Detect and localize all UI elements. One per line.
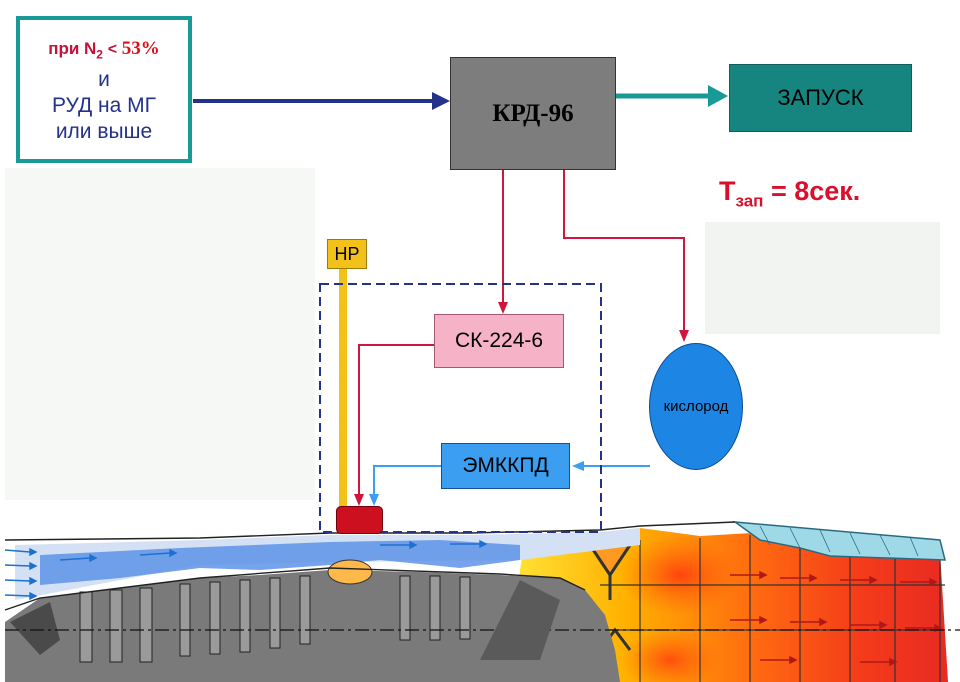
time-symbol: T: [719, 176, 736, 206]
ignition-unit-group: [319, 283, 602, 533]
solenoid-box: ЭМККПД: [441, 443, 570, 489]
air-flow-channel: [40, 540, 520, 585]
condition-line-2: и: [98, 68, 110, 92]
arrowhead: [498, 302, 508, 314]
time-subscript: зап: [735, 191, 764, 211]
start-label: ЗАПУСК: [777, 85, 864, 110]
controller-label: КРД-96: [492, 99, 574, 127]
valve-label: СК-224-6: [454, 329, 544, 352]
nozzle-lines: [759, 525, 919, 557]
combustion-blob: [620, 630, 720, 682]
arrow-controller-to-oxygen: [563, 170, 685, 332]
background-panel: [5, 168, 315, 500]
arrowhead: [572, 461, 584, 471]
arrowhead: [679, 330, 689, 342]
oxygen-tank: кислород: [649, 343, 743, 470]
arrow-solenoid-to-igniter: [373, 465, 441, 496]
arrowhead: [708, 85, 728, 107]
condition-n-subscript: 2: [96, 47, 103, 62]
condition-line-1: при N2 < 53%: [48, 36, 160, 67]
condition-line-4: или выше: [55, 120, 153, 144]
arrowhead: [369, 494, 379, 506]
arrowhead: [432, 92, 450, 110]
pump-box: НР: [327, 239, 367, 269]
exhaust-flow-arrows: [730, 570, 943, 667]
solenoid-label: ЭМККПД: [462, 454, 549, 477]
condition-value: 53%: [121, 37, 160, 59]
pump-label: НР: [334, 243, 360, 264]
arrowhead: [354, 494, 364, 506]
oxygen-label: кислород: [663, 398, 729, 415]
controller-krd96: КРД-96: [450, 57, 616, 170]
compressor-blades: [79, 575, 471, 663]
combustor: [327, 559, 373, 585]
condition-n-label: при N: [48, 38, 97, 58]
turbine-disk: [480, 580, 560, 660]
igniter-block: [336, 506, 383, 534]
condition-box: при N2 < 53% и РУД на МГ или выше: [16, 16, 192, 163]
combustion-blob: [620, 535, 740, 615]
condition-line-3: РУД на МГ: [52, 94, 156, 118]
valve-box: СК-224-6: [434, 314, 564, 368]
arrow-valve-to-igniter: [358, 344, 434, 496]
background-panel: [705, 222, 940, 334]
inlet-spinner: [10, 602, 60, 655]
exhaust-grid: [600, 535, 945, 682]
time-value: = 8сек.: [770, 176, 861, 206]
start-time-label: Tзап = 8сек.: [719, 176, 860, 211]
condition-operator: <: [107, 40, 118, 58]
start-box: ЗАПУСК: [729, 64, 912, 132]
nozzle-flap: [732, 521, 946, 561]
flame-holder: [588, 544, 632, 600]
